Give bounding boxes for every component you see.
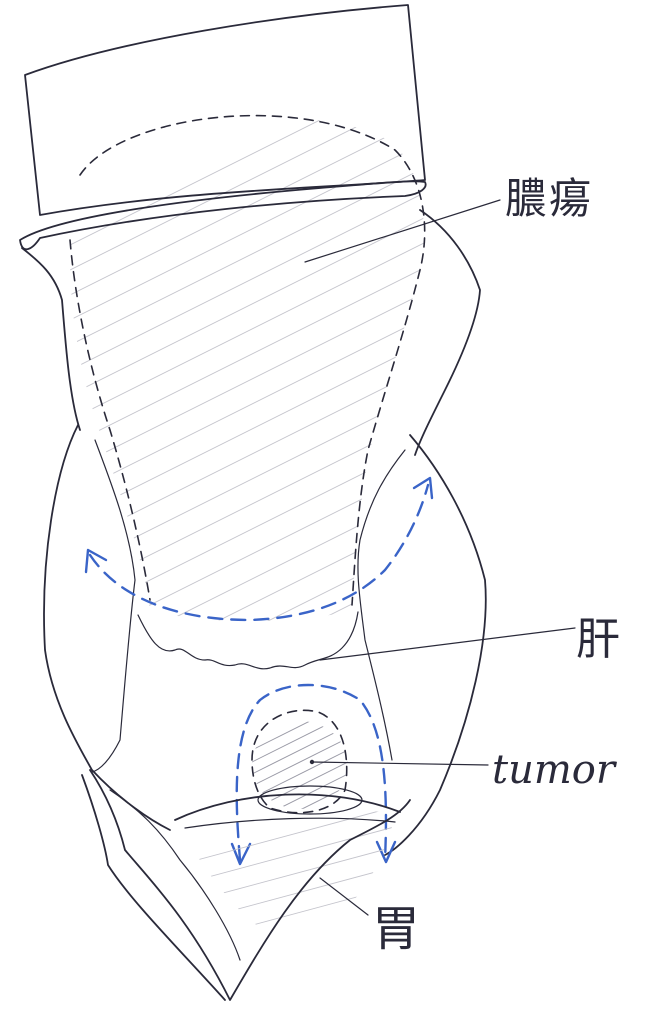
label-liver: 肝	[576, 618, 620, 662]
lower-wall	[90, 770, 410, 1000]
tumor-outline	[252, 710, 347, 812]
leader-liver	[320, 628, 575, 660]
arrowhead-left	[86, 550, 106, 572]
liver-inner-left	[92, 440, 135, 772]
label-tumor: tumor	[492, 750, 615, 790]
lower-fold	[110, 790, 240, 960]
tumor-hatching	[240, 696, 360, 852]
tumor-base	[258, 786, 362, 814]
leader-abscess	[305, 200, 500, 262]
stomach-upper-edge	[175, 794, 400, 820]
label-abscess: 膿瘍	[505, 178, 593, 220]
liver-outline	[44, 425, 170, 830]
left-wall	[22, 248, 80, 430]
tumor-dot	[310, 760, 314, 764]
resection-margin	[138, 612, 358, 669]
arrowhead-right	[414, 478, 432, 498]
leader-stomach	[320, 878, 368, 915]
label-stomach: 胃	[372, 905, 420, 953]
abscess-outline-left	[70, 240, 150, 600]
abscess-outline	[80, 116, 425, 605]
liver-inner-right	[358, 450, 405, 760]
stomach-fold	[185, 818, 395, 828]
leader-tumor	[312, 762, 488, 765]
arrowhead-tumor-left	[232, 844, 250, 864]
